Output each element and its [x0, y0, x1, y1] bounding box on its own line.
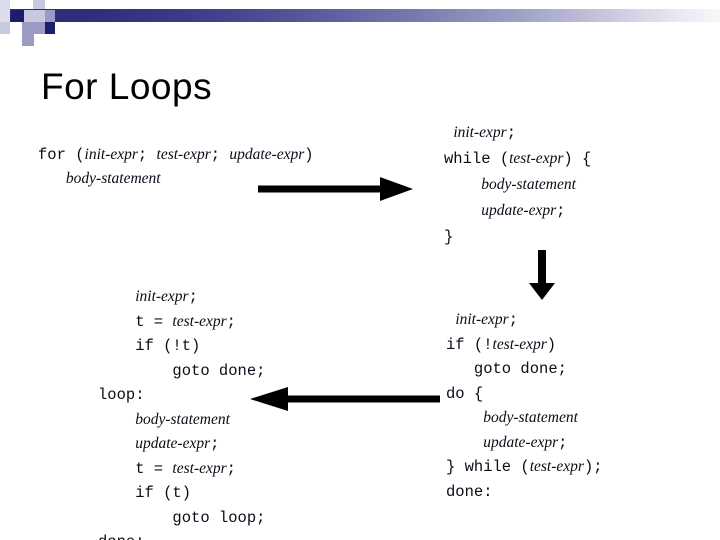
code-line: body-statement — [446, 406, 603, 431]
code-keyword: ; — [558, 433, 568, 452]
code-line: done: — [446, 480, 603, 505]
code-placeholder: update-expr — [135, 435, 211, 452]
code-placeholder: body-statement — [481, 176, 576, 193]
code-keyword: t = — [98, 459, 173, 478]
code-placeholder: body-statement — [65, 170, 161, 187]
code-keyword: ; — [556, 202, 566, 220]
code-keyword: ) { — [563, 150, 592, 168]
code-line: body-statement — [38, 167, 314, 191]
code-line: body-statement — [444, 172, 591, 198]
arrow-left-icon — [250, 386, 440, 412]
code-placeholder: test-expr — [509, 150, 564, 167]
code-keyword: ) — [304, 146, 314, 164]
code-placeholder: test-expr — [172, 459, 227, 477]
code-line: if (!t) — [98, 334, 265, 359]
code-keyword: ( — [499, 150, 510, 168]
while-loop-code: init-expr;while (test-expr) { body-state… — [444, 120, 591, 250]
code-keyword: } while ( — [446, 458, 530, 476]
code-placeholder: init-expr — [455, 311, 509, 328]
arrow-right-icon — [258, 176, 413, 202]
code-line: if (t) — [98, 481, 265, 506]
code-placeholder: test-expr — [172, 312, 227, 330]
code-keyword — [446, 434, 483, 452]
code-line: update-expr; — [446, 431, 603, 456]
code-placeholder: init-expr — [84, 146, 138, 163]
code-keyword: ; — [137, 146, 157, 164]
code-keyword: if (t) — [98, 484, 192, 502]
header-gradient-bar — [0, 9, 720, 22]
code-keyword: ; — [226, 459, 236, 478]
code-keyword: if (!t) — [98, 337, 201, 355]
code-keyword — [98, 411, 135, 429]
code-placeholder: update-expr — [481, 202, 557, 219]
code-line: loop: — [98, 383, 265, 408]
code-line: goto done; — [98, 359, 265, 384]
do-while-loop-code: init-expr;if (!test-expr) goto done;do {… — [446, 308, 603, 504]
code-keyword: } — [444, 228, 454, 246]
code-line: do { — [446, 382, 603, 407]
code-keyword: ; — [210, 435, 220, 453]
code-line: update-expr; — [98, 432, 265, 457]
code-keyword: ; — [210, 146, 230, 164]
code-keyword: ; — [508, 311, 518, 329]
code-line: } — [444, 224, 591, 250]
code-line: init-expr; — [446, 308, 603, 333]
code-keyword: ) — [546, 335, 557, 354]
code-keyword: ( — [75, 146, 85, 164]
code-line: for (init-expr; test-expr; update-expr) — [38, 143, 314, 167]
code-keyword — [446, 409, 483, 427]
code-placeholder: update-expr — [483, 433, 559, 451]
code-line: t = test-expr; — [98, 310, 265, 335]
code-keyword: ; — [226, 312, 236, 331]
code-placeholder: body-statement — [135, 410, 230, 428]
code-placeholder: init-expr — [453, 124, 507, 141]
code-keyword: ; — [506, 124, 516, 142]
page-title: For Loops — [41, 66, 213, 107]
code-keyword: ); — [583, 458, 603, 476]
code-keyword: if (! — [446, 335, 493, 354]
code-line: init-expr; — [98, 285, 265, 310]
code-keyword: while — [444, 150, 500, 168]
code-keyword: goto done; — [446, 360, 567, 378]
code-keyword: done: — [446, 482, 493, 501]
code-keyword: ; — [188, 288, 198, 306]
code-line: body-statement — [98, 408, 265, 433]
code-keyword: done: — [98, 533, 145, 540]
code-keyword: goto loop; — [98, 508, 266, 527]
code-keyword: for — [38, 146, 76, 164]
code-keyword — [446, 311, 455, 329]
for-loop-code: for (init-expr; test-expr; update-expr) … — [38, 143, 314, 191]
code-keyword — [38, 170, 66, 188]
code-line: t = test-expr; — [98, 457, 265, 482]
code-placeholder: test-expr — [492, 335, 547, 353]
code-line: init-expr; — [444, 120, 591, 146]
code-placeholder: update-expr — [229, 146, 305, 163]
code-line: goto loop; — [98, 506, 265, 531]
code-line: if (!test-expr) — [446, 333, 603, 358]
code-keyword: goto done; — [98, 361, 266, 380]
code-line: while (test-expr) { — [444, 146, 591, 172]
code-line: done: — [98, 530, 265, 540]
code-keyword — [444, 176, 481, 194]
arrow-down-icon — [528, 250, 556, 300]
code-keyword — [444, 202, 481, 220]
code-line: goto done; — [446, 357, 603, 382]
code-keyword — [98, 435, 135, 453]
code-keyword: loop: — [98, 386, 145, 404]
code-placeholder: body-statement — [483, 409, 578, 426]
goto-loop-code: init-expr; t = test-expr; if (!t) goto d… — [98, 285, 265, 540]
code-keyword — [98, 288, 135, 306]
code-placeholder: test-expr — [156, 146, 211, 163]
code-line: update-expr; — [444, 198, 591, 224]
code-line: } while (test-expr); — [446, 455, 603, 480]
code-keyword: t = — [98, 312, 173, 331]
code-keyword: do { — [446, 384, 484, 403]
code-placeholder: test-expr — [529, 458, 584, 475]
code-keyword — [444, 124, 453, 142]
code-placeholder: init-expr — [135, 288, 189, 305]
